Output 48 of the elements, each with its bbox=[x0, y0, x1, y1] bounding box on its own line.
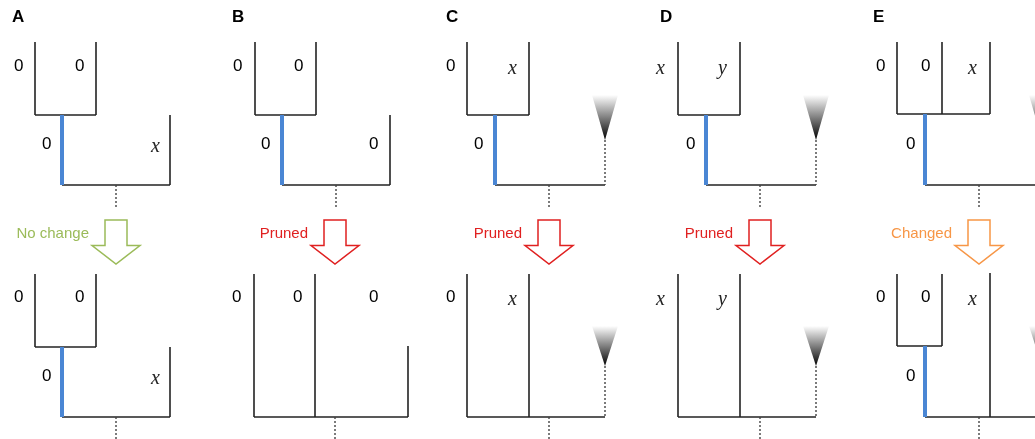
tip-label: 0 bbox=[921, 288, 931, 305]
tip-label: 0 bbox=[75, 57, 85, 74]
tip-label: 0 bbox=[906, 135, 916, 152]
tip-label: 0 bbox=[233, 57, 243, 74]
tip-label: 0 bbox=[876, 57, 886, 74]
panel-letter: D bbox=[660, 8, 673, 25]
tip-label: 0 bbox=[261, 135, 271, 152]
tip-label: 0 bbox=[921, 57, 931, 74]
hollow-arrow bbox=[952, 219, 1006, 265]
tip-label: x bbox=[508, 288, 517, 308]
edge-label: Pruned bbox=[684, 225, 733, 240]
tip-label: 0 bbox=[75, 288, 85, 305]
edge-label: Changed bbox=[891, 225, 952, 240]
hollow-arrow bbox=[89, 219, 143, 265]
tip-label: x bbox=[968, 57, 977, 77]
tip-label: x bbox=[656, 57, 665, 77]
tip-label: 0 bbox=[42, 367, 52, 384]
edge-label: Pruned bbox=[259, 225, 308, 240]
tip-label: y bbox=[718, 288, 727, 308]
tip-label: 0 bbox=[474, 135, 484, 152]
tip-label: 0 bbox=[876, 288, 886, 305]
panel-letter: B bbox=[232, 8, 245, 25]
tip-label: y bbox=[718, 57, 727, 77]
tip-label: 0 bbox=[686, 135, 696, 152]
tip-label: 0 bbox=[14, 57, 24, 74]
hollow-arrow bbox=[308, 219, 362, 265]
edge-label: Pruned bbox=[473, 225, 522, 240]
tip-label: x bbox=[151, 135, 160, 155]
tip-label: 0 bbox=[369, 288, 379, 305]
tip-label: x bbox=[151, 367, 160, 387]
tip-label: x bbox=[656, 288, 665, 308]
edge-label: No change bbox=[16, 225, 89, 240]
tip-label: 0 bbox=[293, 288, 303, 305]
tip-label: 0 bbox=[42, 135, 52, 152]
tip-label: 0 bbox=[446, 57, 456, 74]
hollow-arrow bbox=[522, 219, 576, 265]
tip-label: 0 bbox=[906, 367, 916, 384]
tip-label: 0 bbox=[14, 288, 24, 305]
tip-label: 0 bbox=[232, 288, 242, 305]
panel-letter: C bbox=[446, 8, 459, 25]
hollow-arrow bbox=[733, 219, 787, 265]
tip-label: x bbox=[968, 288, 977, 308]
panel-letter: A bbox=[12, 8, 25, 25]
tip-label: 0 bbox=[294, 57, 304, 74]
tip-label: 0 bbox=[369, 135, 379, 152]
panel-letter: E bbox=[873, 8, 885, 25]
tip-label: 0 bbox=[446, 288, 456, 305]
tip-label: x bbox=[508, 57, 517, 77]
